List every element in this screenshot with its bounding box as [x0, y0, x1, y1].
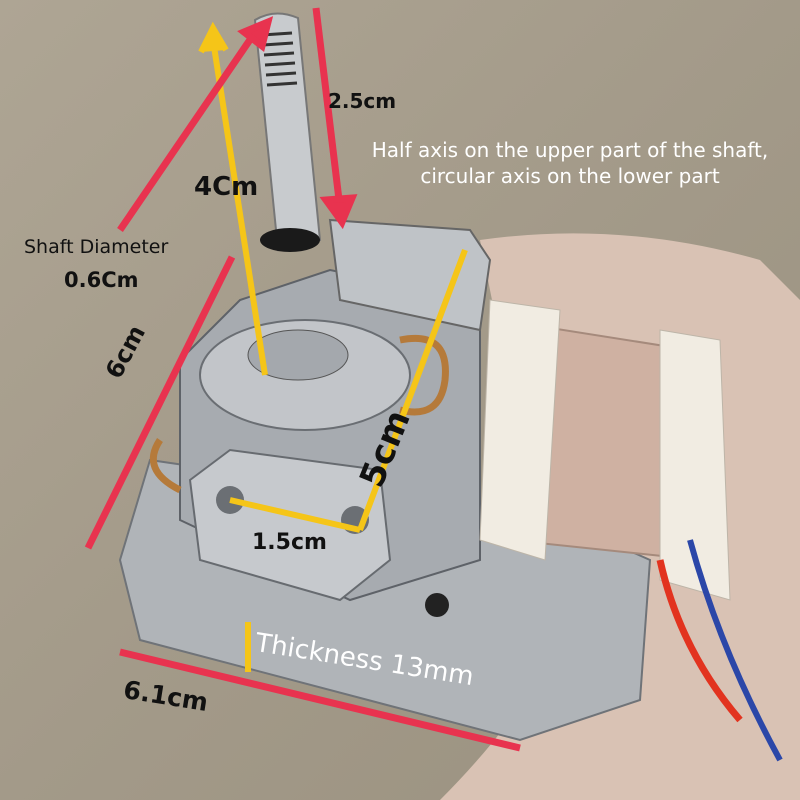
- shaft-note: Half axis on the upper part of the shaft…: [340, 137, 800, 189]
- shaft-length-label: 4Cm: [194, 172, 259, 202]
- shaft-diameter-value: 0.6Cm: [64, 268, 139, 292]
- shaft-note-line2: circular axis on the lower part: [420, 164, 720, 188]
- e-clip: [260, 228, 320, 252]
- bobbin-left: [479, 299, 561, 561]
- bearing: [247, 329, 349, 381]
- top-bracket: [328, 218, 492, 332]
- red-dimension-arrows: [84, 7, 521, 752]
- blue-wire: [687, 539, 783, 762]
- shaft-thread-length-label: 2.5cm: [328, 89, 397, 113]
- shaft-diameter-label: Shaft Diameter: [24, 236, 169, 258]
- mount-bracket: [188, 448, 392, 602]
- copper-lead-left: [149, 438, 182, 494]
- shaft-note-line1: Half axis on the upper part of the shaft…: [371, 138, 769, 162]
- copper-lead: [399, 334, 449, 416]
- base-hole: [425, 593, 449, 617]
- red-wire: [656, 559, 743, 723]
- bobbin-right: [659, 329, 731, 601]
- yellow-dimension-lines: [198, 21, 468, 672]
- motor-shaft: [253, 12, 322, 252]
- hole-spacing-label: 1.5cm: [252, 530, 327, 555]
